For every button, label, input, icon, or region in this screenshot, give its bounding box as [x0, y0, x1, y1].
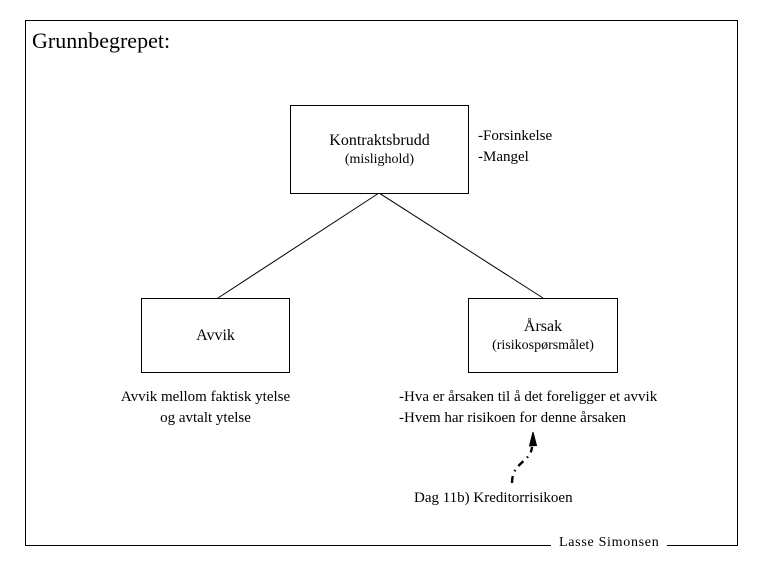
node-arsak-title: Årsak: [523, 317, 563, 335]
annotation-deviation-line1: Avvik mellom faktisk ytelse: [120, 389, 291, 405]
node-arsak[interactable]: Årsak (risikospørsmålet): [468, 298, 618, 373]
footer-signature: Lasse Simonsen: [551, 534, 668, 552]
annotation-breach-types-line2: -Mangel: [478, 149, 529, 165]
node-kontraktsbrudd-subtitle: (mislighold): [344, 151, 415, 167]
annotation-deviation-line2: og avtalt ytelse: [160, 410, 251, 426]
annotation-cause-line1: -Hva er årsaken til å det foreligger et …: [399, 389, 658, 405]
annotation-deviation-description: Avvik mellom faktisk ytelse og avtalt yt…: [88, 387, 323, 429]
node-kontraktsbrudd[interactable]: Kontraktsbrudd (mislighold): [290, 105, 469, 194]
annotation-breach-types-line1: -Forsinkelse: [478, 128, 553, 144]
node-avvik[interactable]: Avvik: [141, 298, 290, 373]
node-arsak-subtitle: (risikospørsmålet): [492, 337, 594, 353]
node-kontraktsbrudd-title: Kontraktsbrudd: [329, 131, 430, 149]
annotation-cause-line2: -Hvem har risikoen for denne årsaken: [399, 410, 626, 426]
node-avvik-title: Avvik: [196, 326, 235, 344]
annotation-breach-types: -Forsinkelse -Mangel: [478, 126, 552, 168]
page-title: Grunnbegrepet:: [32, 28, 171, 53]
slide-frame: [25, 20, 738, 546]
annotation-day-reference: Dag 11b) Kreditorrisikoen: [414, 490, 573, 506]
annotation-cause-description: -Hva er årsaken til å det foreligger et …: [399, 387, 657, 429]
